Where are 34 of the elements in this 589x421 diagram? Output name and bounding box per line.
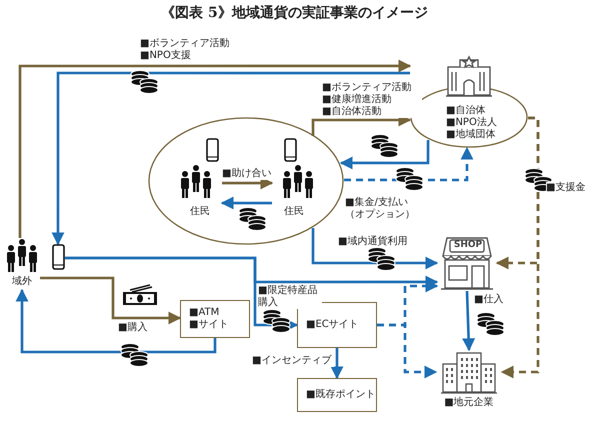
arrow	[462, 290, 476, 352]
arrow	[340, 140, 430, 170]
arrow	[40, 276, 182, 324]
arrow	[330, 348, 344, 380]
arrow	[65, 256, 298, 332]
edge-label: ■ボランティア活動 ■健康増進活動 ■自治体活動	[322, 82, 422, 118]
node-label: ■NPO法人	[446, 117, 497, 128]
arrow	[220, 196, 272, 210]
node-label: ■ATM	[189, 307, 220, 319]
title: 《図表 5》地域通貨の実証事業のイメージ	[160, 4, 429, 22]
process-box	[297, 378, 377, 412]
arrow	[377, 324, 438, 378]
process-box	[297, 302, 377, 348]
node-label: ■ECサイト	[306, 319, 360, 331]
edge-label: ■インセンティブ	[252, 355, 334, 367]
arrow	[18, 59, 412, 238]
arrow	[312, 228, 438, 270]
node-label: ■自治体	[446, 105, 486, 116]
shop-sign: SHOP	[452, 240, 484, 251]
node-label: ■既存ポイント	[306, 389, 376, 401]
node-label: ■地域団体	[446, 129, 496, 141]
edge-label: ■限定特産品購入	[258, 285, 322, 309]
process-box	[180, 300, 250, 338]
arrow	[500, 116, 540, 379]
node-label: 住民	[189, 206, 211, 218]
edge-label: ■支援金	[546, 182, 588, 194]
node-label: 住民	[283, 206, 305, 218]
node-label: ■地元企業	[443, 397, 495, 409]
arrow	[51, 72, 410, 246]
arrow	[344, 146, 474, 182]
edge-label: ■助け合い	[222, 168, 274, 180]
node-label: 域外	[11, 276, 33, 288]
arrow	[16, 288, 216, 354]
node-label: ■サイト	[189, 319, 230, 331]
